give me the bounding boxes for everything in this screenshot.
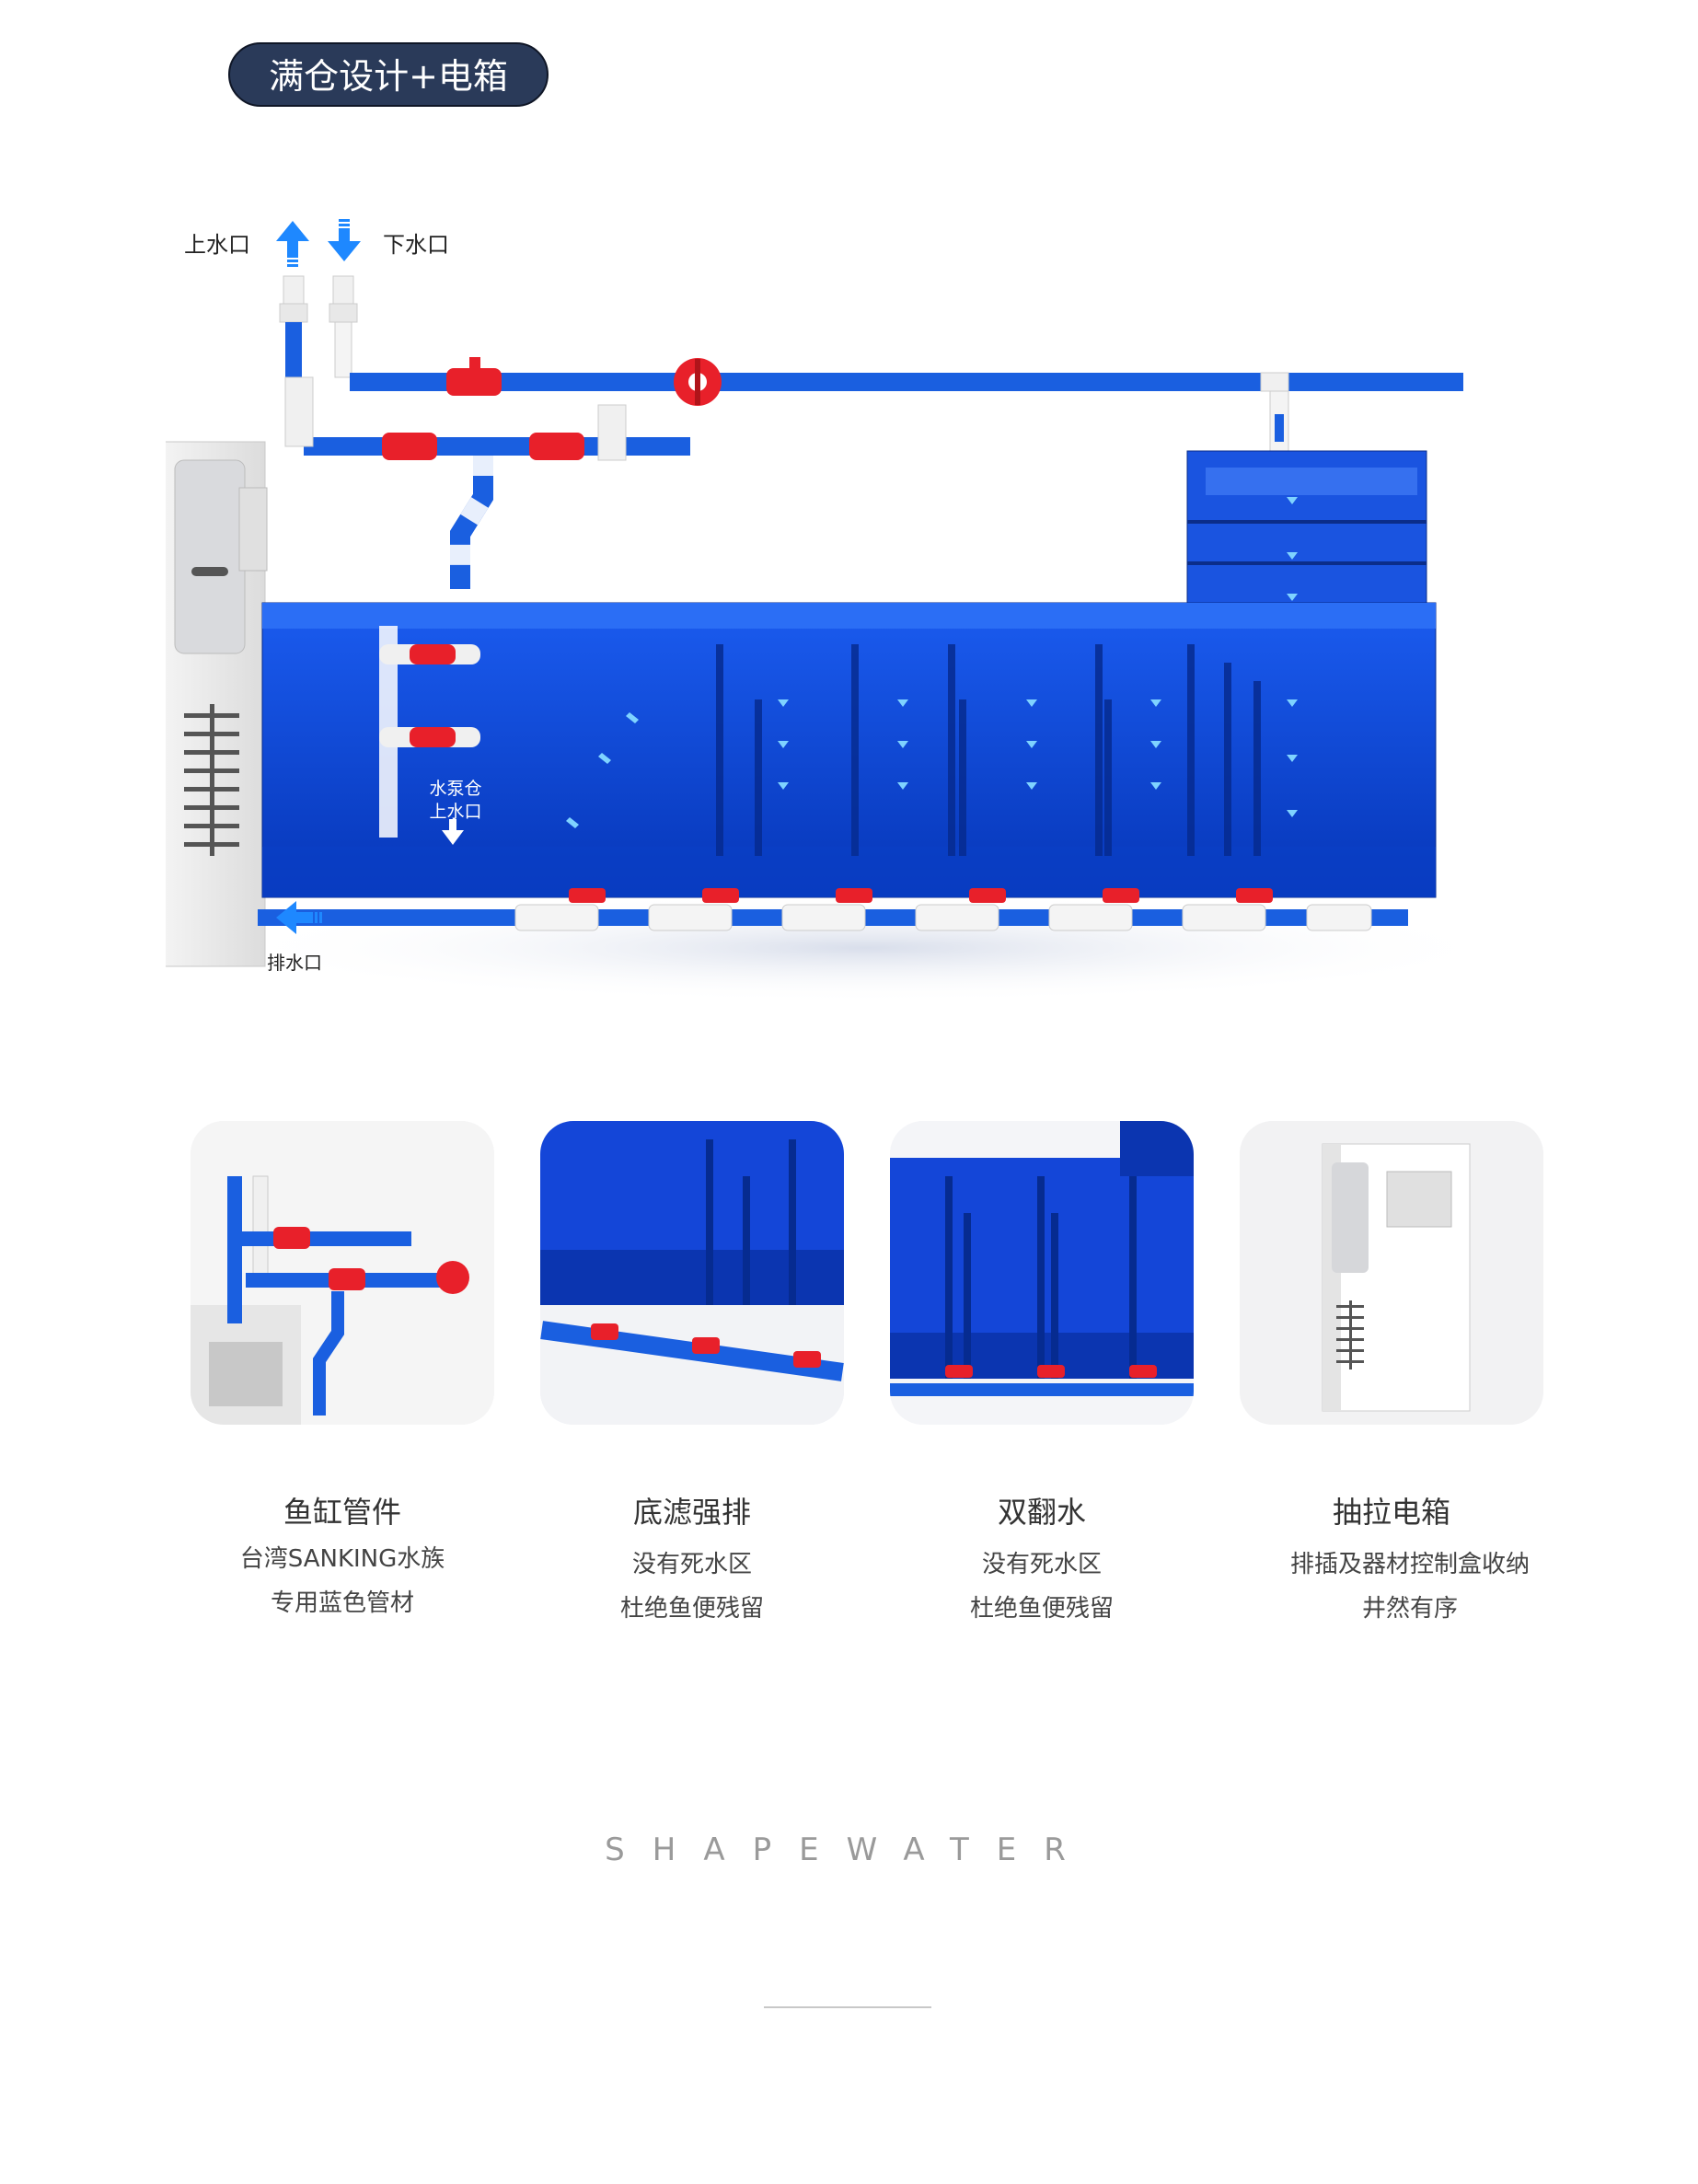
feature-card-double-overflow <box>890 1121 1194 1425</box>
feature-card-pipes <box>191 1121 494 1425</box>
ball-valve-icon <box>382 433 437 460</box>
feature-title: 底滤强排 <box>632 1495 751 1530</box>
feature-desc: 台湾SANKING水族 专用蓝色管材 <box>239 1545 445 1617</box>
sump-box <box>1186 450 1427 613</box>
divider <box>764 2006 931 2008</box>
outlet-arrow-icon <box>328 219 361 261</box>
pump-inlet-label: 水泵仓 上水口 <box>429 779 482 822</box>
inlet-label: 上水口 <box>184 232 250 258</box>
aquarium-diagram <box>166 219 1473 1003</box>
feature-title: 抽拉电箱 <box>1332 1495 1450 1530</box>
ball-valve-icon <box>529 433 584 460</box>
feature-card-bottom-drain <box>540 1121 844 1425</box>
drain-label: 排水口 <box>267 952 322 974</box>
section-title-pill: 满仓设计+电箱 <box>228 42 549 107</box>
feature-card-electric-box <box>1240 1121 1543 1425</box>
inlet-arrow-icon <box>276 221 309 267</box>
feature-title: 鱼缸管件 <box>283 1495 401 1530</box>
brand-name: SHAPEWATER <box>605 1832 1093 1868</box>
ball-valve-icon <box>446 357 502 396</box>
outlet-label: 下水口 <box>383 232 449 258</box>
feature-title: 双翻水 <box>997 1495 1086 1530</box>
feature-desc: 没有死水区 杜绝鱼便残留 <box>969 1551 1114 1623</box>
feature-desc: 没有死水区 杜绝鱼便残留 <box>619 1551 764 1623</box>
drain-arrow-icon <box>276 901 322 934</box>
electric-cabinet <box>166 441 268 967</box>
feature-desc: 排插及器材控制盒收纳 井然有序 <box>1289 1551 1530 1623</box>
gate-valve-icon <box>674 358 722 406</box>
main-tank <box>261 497 1437 898</box>
bottom-drain-pipe <box>258 888 1408 931</box>
